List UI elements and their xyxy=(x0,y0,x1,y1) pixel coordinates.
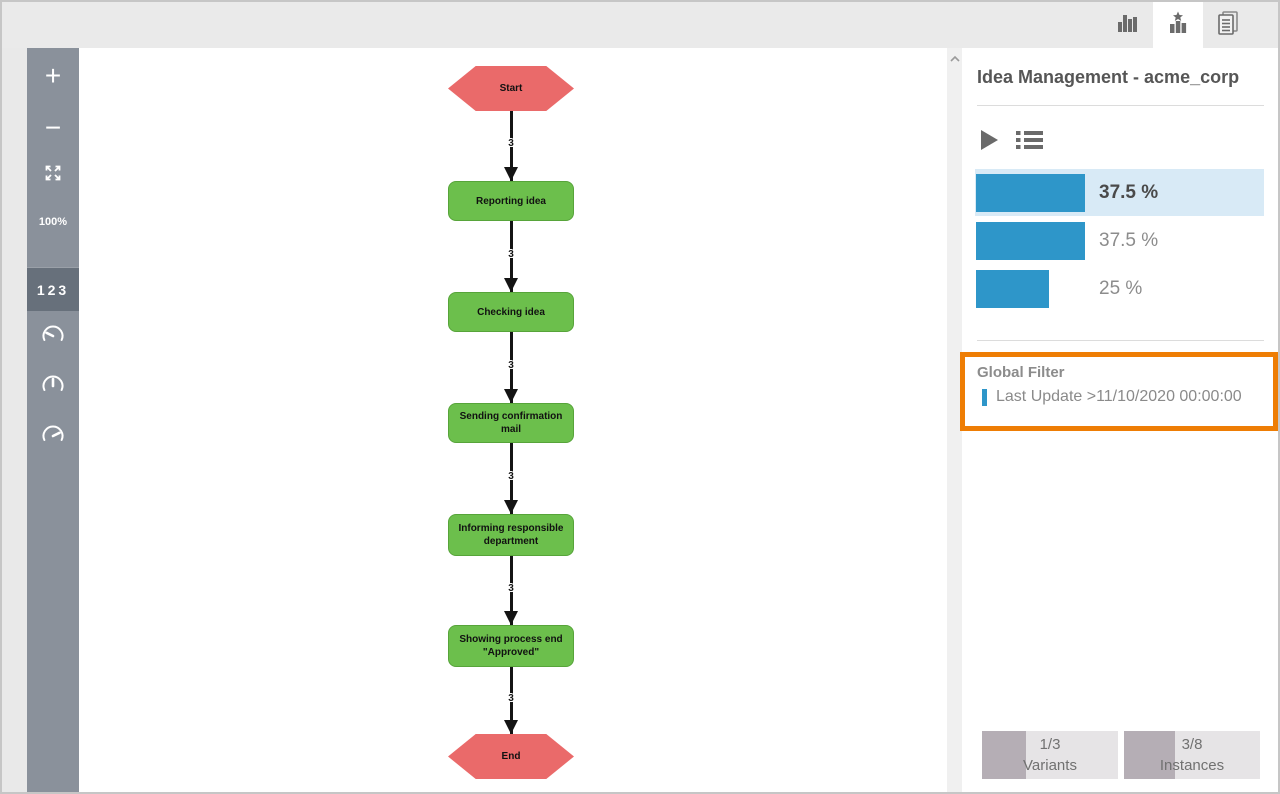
badge-fill xyxy=(982,731,1026,779)
flow-node-label: Showing process end "Approved" xyxy=(459,634,563,658)
list-icon xyxy=(1016,129,1043,156)
panel-scrollbar[interactable] xyxy=(947,48,962,792)
stat-badge[interactable]: 3/8 Instances xyxy=(1124,731,1260,779)
expand-arrows-icon xyxy=(42,162,64,189)
flow-edge xyxy=(504,443,517,514)
chart-row[interactable]: 37.5 % xyxy=(975,217,1264,264)
edge-frequency-label: 3 xyxy=(508,360,514,371)
flow-node-informing-responsible-department[interactable]: Informing responsible department xyxy=(448,514,574,556)
chart-bar xyxy=(976,269,1049,308)
flow-node-showing-process-end[interactable]: Showing process end "Approved" xyxy=(448,625,574,667)
flow-node-label: Checking idea xyxy=(477,306,545,318)
edge-frequency-label: 3 xyxy=(508,138,514,149)
gauge-needle-right-icon xyxy=(40,424,66,449)
edge-frequency-label: 3 xyxy=(508,249,514,260)
tab-reports[interactable] xyxy=(1203,2,1253,48)
zoom-out-button[interactable]: − xyxy=(44,112,62,143)
badge-value: 3/8 xyxy=(1181,736,1203,753)
flow-node-label: End xyxy=(501,751,521,762)
gauge-needle-up-icon xyxy=(40,374,66,399)
chevron-up-icon xyxy=(949,50,961,68)
global-filter-item[interactable]: Last Update >11/10/2020 00:00:00 xyxy=(982,388,1273,406)
divider xyxy=(977,340,1264,341)
edge-frequency-label: 3 xyxy=(508,471,514,482)
stat-badge[interactable]: 1/3 Variants xyxy=(982,731,1118,779)
flow-edge xyxy=(504,556,517,625)
variant-bar-chart: 37.5 % 37.5 % 25 % xyxy=(962,169,1278,313)
edge-frequency-label: 3 xyxy=(508,583,514,594)
badge-text: 3/8 Instances xyxy=(1124,731,1260,779)
documents-icon xyxy=(1215,10,1241,41)
gauge-low-button[interactable] xyxy=(27,311,79,361)
view-tabs xyxy=(1103,2,1253,48)
star-chart-icon xyxy=(1166,11,1190,40)
flow-node-checking-idea[interactable]: Checking idea xyxy=(448,292,574,332)
flow-node-sending-confirmation-mail[interactable]: Sending confirmation mail xyxy=(448,403,574,443)
flow-edge xyxy=(504,111,517,181)
flow-node-label: Start xyxy=(499,83,523,94)
flow-edge xyxy=(504,221,517,292)
zoom-in-button[interactable]: + xyxy=(44,60,62,91)
flow-edge xyxy=(504,332,517,403)
chart-bar xyxy=(976,173,1085,212)
top-header xyxy=(2,2,1278,48)
chart-value: 25 % xyxy=(1099,277,1143,299)
tab-analytics[interactable] xyxy=(1103,2,1153,48)
zoom-level-label: 100% xyxy=(38,216,68,228)
filter-text: Last Update >11/10/2020 00:00:00 xyxy=(996,388,1242,405)
play-icon xyxy=(978,128,1000,157)
variant-list-button[interactable] xyxy=(1016,129,1043,156)
badge-label: Variants xyxy=(1023,757,1077,774)
global-filter-title: Global Filter xyxy=(977,364,1065,381)
panel-title: Idea Management - acme_corp xyxy=(977,67,1240,87)
flow-node-label: Informing responsible department xyxy=(458,523,564,547)
global-filter-box: Global Filter Last Update >11/10/2020 00… xyxy=(960,352,1278,431)
play-button[interactable] xyxy=(978,128,1000,157)
sidebar-panel: Idea Management - acme_corp xyxy=(960,48,1278,792)
scroll-up-button[interactable] xyxy=(947,52,962,66)
chart-value: 37.5 % xyxy=(1099,229,1159,251)
flow-node-reporting-idea[interactable]: Reporting idea xyxy=(448,181,574,221)
canvas-toolbar: + − 100% 123 xyxy=(27,48,79,792)
gauge-needle-left-icon xyxy=(40,324,66,349)
gauge-high-button[interactable] xyxy=(27,411,79,461)
flow-node-label: Sending confirmation mail xyxy=(459,411,563,435)
flow-node-start[interactable]: Start xyxy=(448,66,574,111)
chart-bar xyxy=(976,221,1085,260)
divider xyxy=(977,105,1264,106)
badge-fill xyxy=(1124,731,1175,779)
process-canvas[interactable]: 3 3 3 3 3 3 Start Reporting idea Checkin… xyxy=(79,48,947,792)
chart-row[interactable]: 25 % xyxy=(975,265,1264,312)
flow-edge xyxy=(504,667,517,734)
fit-to-screen-button[interactable] xyxy=(27,152,79,198)
tab-variant-explorer[interactable] xyxy=(1153,2,1203,48)
badge-value: 1/3 xyxy=(1039,736,1061,753)
edge-frequency-label: 3 xyxy=(508,693,514,704)
bar-chart-icon xyxy=(1116,11,1140,40)
panel-actions xyxy=(978,128,1043,157)
gauge-mid-button[interactable] xyxy=(27,361,79,411)
badge-label: Instances xyxy=(1159,757,1225,774)
frequency-toggle-button[interactable]: 123 xyxy=(27,267,79,311)
stats-row: 1/3 Variants 3/8 Instances xyxy=(982,731,1260,779)
badge-text: 1/3 Variants xyxy=(982,731,1118,779)
filter-tick-icon xyxy=(982,388,987,406)
flow-node-end[interactable]: End xyxy=(448,734,574,779)
flow-node-label: Reporting idea xyxy=(475,195,546,207)
chart-value: 37.5 % xyxy=(1099,181,1159,203)
chart-row[interactable]: 37.5 % xyxy=(975,169,1264,216)
